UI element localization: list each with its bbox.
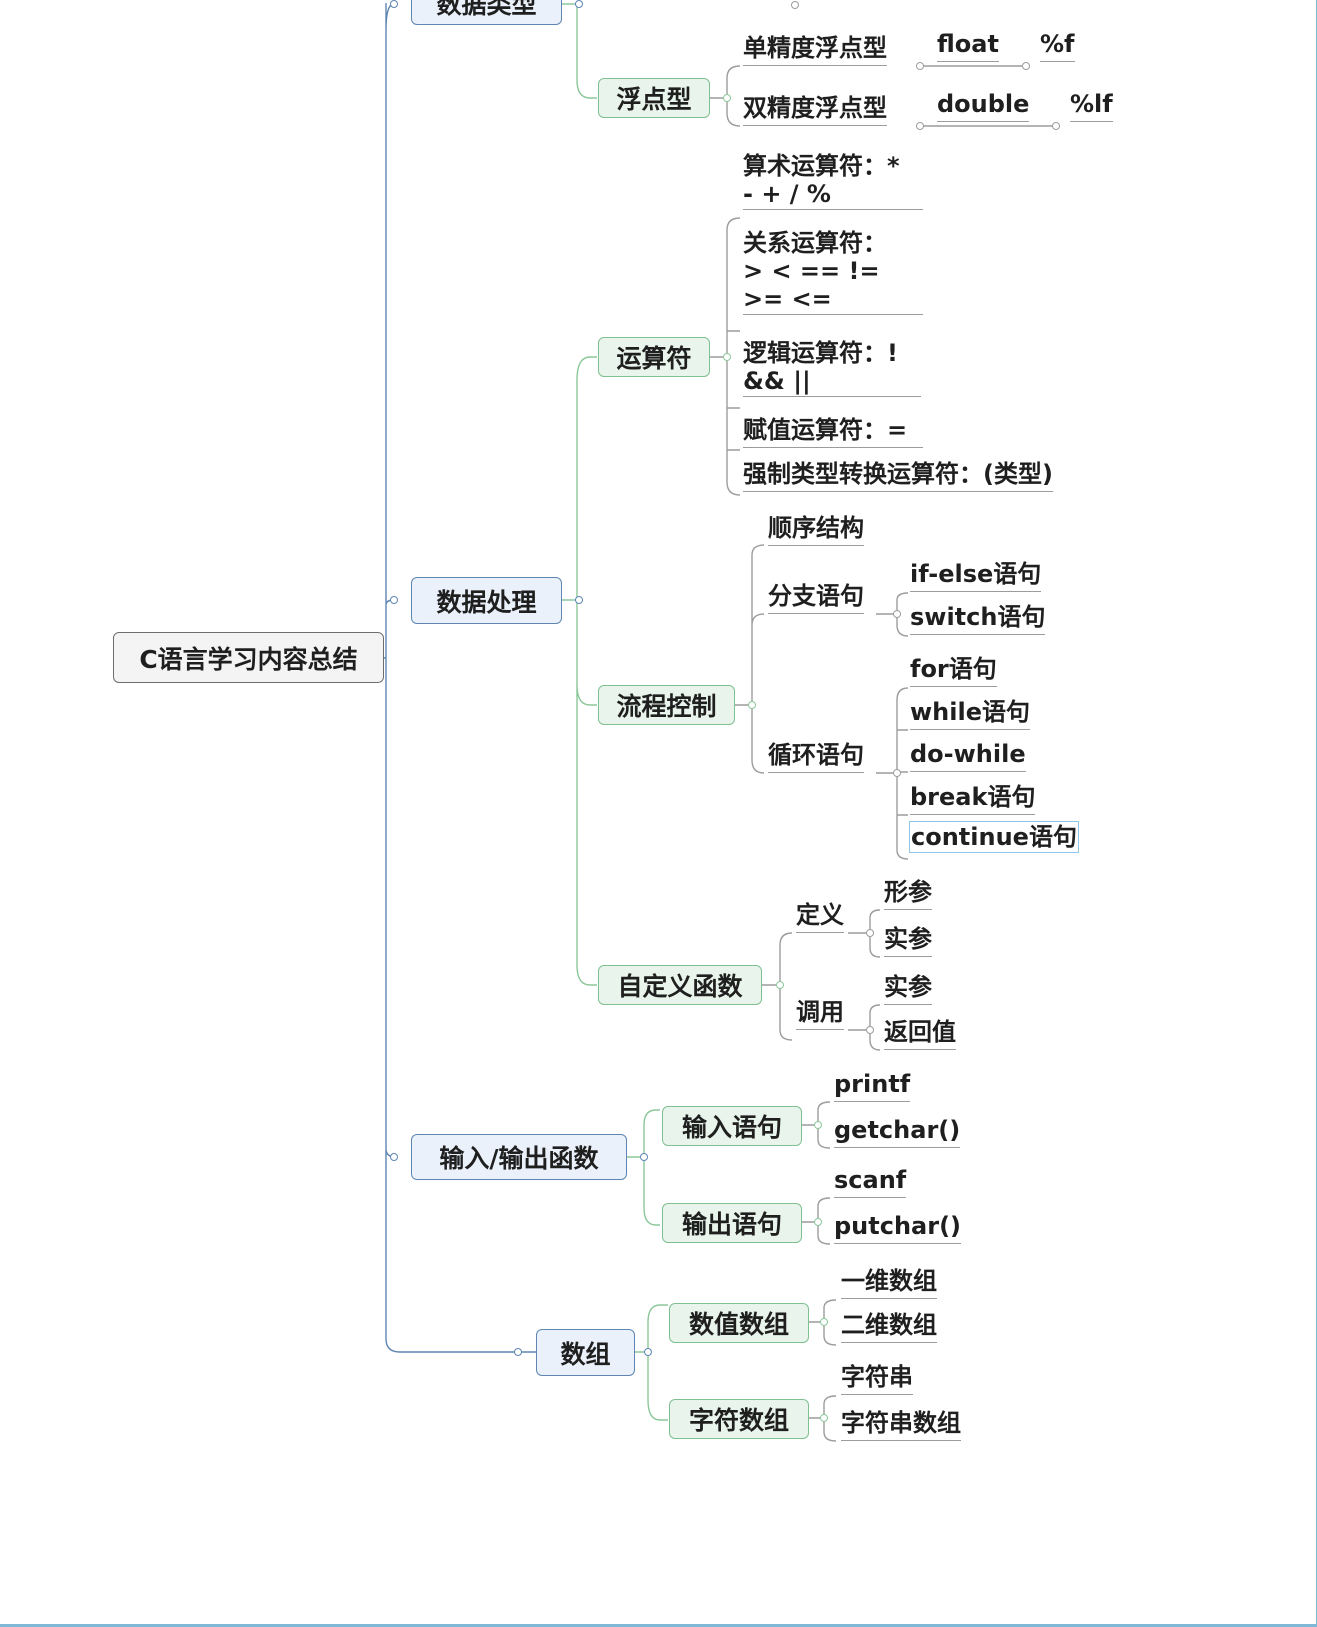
leaf-do-while[interactable]: do-while	[910, 740, 1026, 772]
relational-line-3: >= <=	[743, 285, 832, 313]
subtopic-char-arrays[interactable]: 字符数组	[669, 1399, 809, 1439]
leaf-string-array[interactable]: 字符串数组	[841, 1409, 961, 1441]
subtopic-operators[interactable]: 运算符	[598, 337, 710, 377]
leaf-if-else[interactable]: if-else语句	[910, 560, 1042, 592]
leaf-float-keyword[interactable]: float	[937, 30, 999, 62]
leaf-switch[interactable]: switch语句	[910, 603, 1046, 635]
leaf-continue[interactable]: continue语句	[909, 821, 1079, 853]
leaf-putchar[interactable]: putchar()	[834, 1212, 962, 1244]
leaf-actual-param-define[interactable]: 实参	[884, 925, 932, 957]
leaf-logical-operators[interactable]: 逻辑运算符：! && ||	[743, 339, 921, 397]
leaf-1d-array[interactable]: 一维数组	[841, 1267, 937, 1299]
topic-arrays[interactable]: 数组	[536, 1329, 635, 1376]
leaf-scanf[interactable]: scanf	[834, 1166, 907, 1198]
relational-line-2: > < == !=	[743, 257, 880, 285]
logical-line-2: && ||	[743, 367, 811, 395]
leaf-actual-param-call[interactable]: 实参	[884, 973, 932, 1005]
leaf-double-keyword[interactable]: double	[937, 90, 1030, 122]
leaf-return-value[interactable]: 返回值	[884, 1018, 956, 1050]
leaf-sequence[interactable]: 顺序结构	[768, 514, 864, 546]
leaf-call[interactable]: 调用	[796, 998, 844, 1030]
leaf-break[interactable]: break语句	[910, 783, 1036, 815]
leaf-define[interactable]: 定义	[796, 901, 844, 933]
leaf-branch[interactable]: 分支语句	[768, 582, 864, 614]
leaf-cast-operator[interactable]: 强制类型转换运算符：(类型)	[743, 460, 1053, 492]
arith-line-2: - + / %	[743, 180, 831, 208]
relational-line-1: 关系运算符：	[743, 229, 887, 257]
subtopic-input-statements[interactable]: 输入语句	[662, 1106, 802, 1146]
subtopic-float[interactable]: 浮点型	[598, 78, 710, 118]
subtopic-output-statements[interactable]: 输出语句	[662, 1203, 802, 1243]
leaf-single-precision[interactable]: 单精度浮点型	[743, 34, 887, 66]
subtopic-flow-control[interactable]: 流程控制	[598, 685, 735, 725]
window-bottom-border	[0, 1624, 1317, 1627]
leaf-for[interactable]: for语句	[910, 655, 997, 687]
leaf-getchar[interactable]: getchar()	[834, 1116, 961, 1148]
leaf-loop[interactable]: 循环语句	[768, 741, 864, 773]
leaf-double-format[interactable]: %lf	[1070, 90, 1113, 122]
subtopic-numeric-arrays[interactable]: 数值数组	[669, 1303, 809, 1343]
logical-line-1: 逻辑运算符：!	[743, 339, 898, 367]
topic-data-processing[interactable]: 数据处理	[411, 577, 562, 624]
leaf-printf[interactable]: printf	[834, 1070, 911, 1102]
leaf-assignment-operator[interactable]: 赋值运算符：=	[743, 416, 923, 448]
leaf-formal-param[interactable]: 形参	[884, 878, 932, 910]
leaf-string[interactable]: 字符串	[841, 1363, 913, 1395]
leaf-float-format[interactable]: %f	[1040, 30, 1075, 62]
subtopic-custom-functions[interactable]: 自定义函数	[598, 965, 762, 1005]
leaf-arithmetic-operators[interactable]: 算术运算符：* - + / %	[743, 152, 923, 210]
leaf-double-precision[interactable]: 双精度浮点型	[743, 94, 887, 126]
arith-line-1: 算术运算符：*	[743, 152, 900, 180]
root-topic[interactable]: C语言学习内容总结	[113, 632, 384, 683]
leaf-2d-array[interactable]: 二维数组	[841, 1311, 937, 1343]
topic-data-types[interactable]: 数据类型	[411, 0, 562, 25]
topic-io-functions[interactable]: 输入/输出函数	[411, 1134, 627, 1180]
leaf-relational-operators[interactable]: 关系运算符： > < == != >= <=	[743, 229, 923, 315]
leaf-while[interactable]: while语句	[910, 698, 1030, 730]
